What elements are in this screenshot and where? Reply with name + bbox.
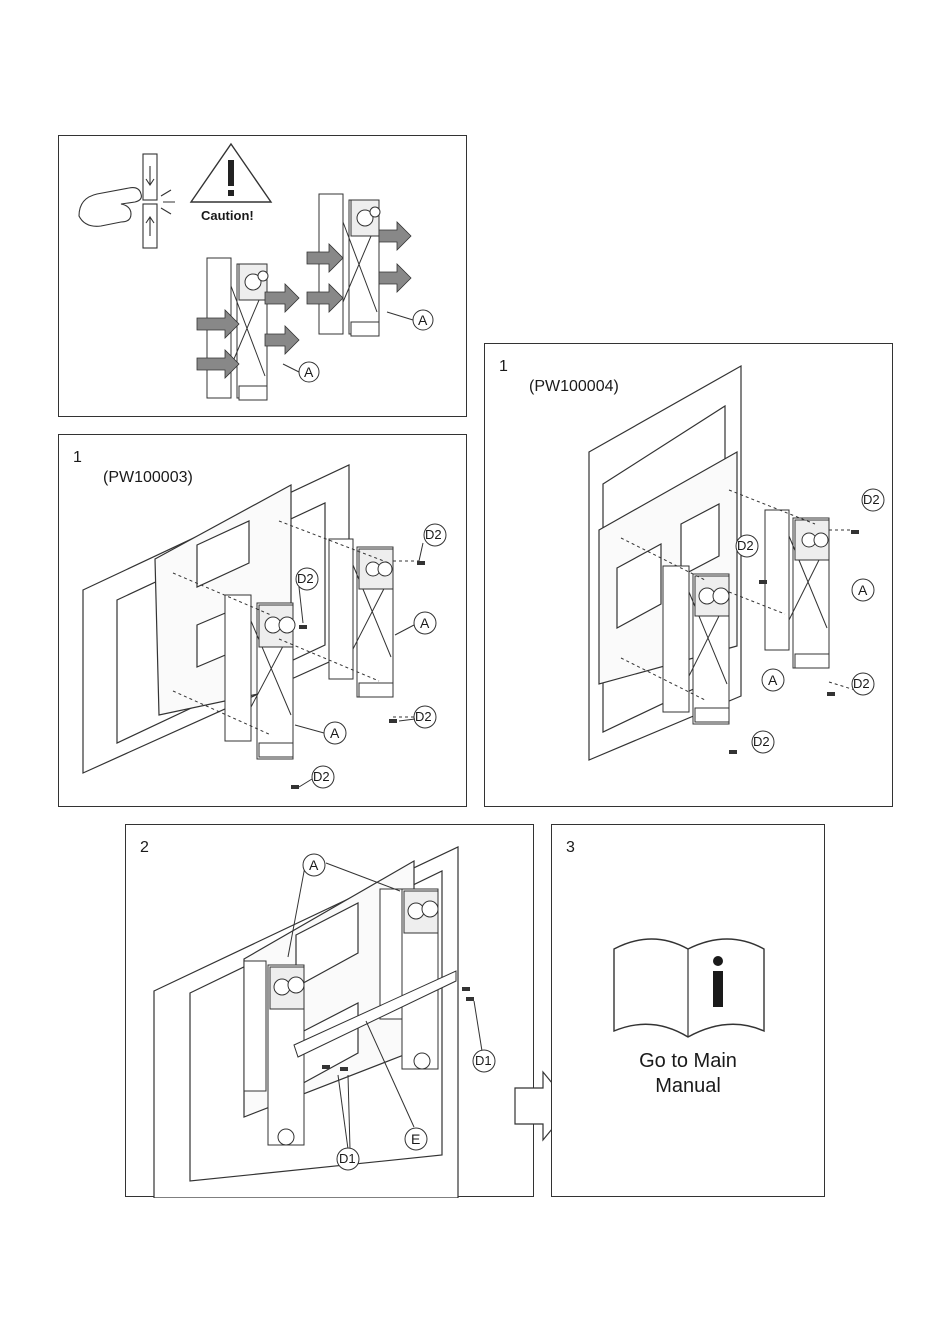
callout-a-text: A	[309, 857, 318, 873]
goto-main-manual-text: Go to Main Manual	[552, 1049, 824, 1099]
tv-back-panel	[83, 465, 349, 773]
caution-label: Caution!	[201, 208, 254, 223]
panel-pw100004: 1 (PW100004) D2 D2 A A D2 D2	[484, 343, 893, 807]
caution-panel: Caution! A A	[58, 135, 467, 417]
callout-a-text: A	[858, 582, 867, 598]
callout-d2-text: D2	[737, 538, 754, 553]
callout-a-text: A	[330, 725, 339, 741]
arm-right	[765, 510, 829, 668]
goto-line-1: Go to Main	[552, 1049, 824, 1074]
callout-d1-text: D1	[339, 1151, 356, 1166]
warning-triangle-icon	[191, 144, 271, 202]
arm-bracket-2	[319, 194, 380, 336]
callout-d2-text: D2	[753, 734, 770, 749]
arm-right	[329, 539, 393, 697]
arm-left	[663, 566, 729, 724]
panel-step-3: 3 Go to Main Manual	[551, 824, 825, 1197]
callout-a-text: A	[418, 312, 427, 328]
wall-mount-illustration-pw100003	[59, 435, 468, 808]
step-number: 2	[140, 839, 149, 857]
wall-mount-illustration-pw100004	[485, 344, 894, 808]
callout-d2-text: D2	[853, 676, 870, 691]
caution-illustration	[59, 136, 468, 418]
model-label: (PW100003)	[103, 469, 193, 487]
callout-a-text: A	[768, 672, 777, 688]
goto-line-2: Manual	[552, 1074, 824, 1099]
callout-a-text: A	[420, 615, 429, 631]
callout-d2-text: D2	[415, 709, 432, 724]
model-label: (PW100004)	[529, 378, 619, 396]
finger-pinch-icon	[79, 154, 175, 248]
callout-d1-text: D1	[475, 1053, 492, 1068]
callout-d2-text: D2	[425, 527, 442, 542]
callout-d2-text: D2	[863, 492, 880, 507]
step-number: 1	[73, 449, 82, 467]
crossbar-install-illustration	[126, 825, 535, 1198]
panel-step-2: 2 A D1 E D1	[125, 824, 534, 1197]
callout-d2-text: D2	[313, 769, 330, 784]
step-number: 1	[499, 358, 508, 376]
panel-pw100003: 1 (PW100003) D2 D2 A D2 A D2	[58, 434, 467, 807]
callout-e-text: E	[411, 1131, 420, 1147]
arm-left	[225, 595, 295, 759]
callout-d2-text: D2	[297, 571, 314, 586]
info-book-icon	[552, 825, 826, 1198]
callout-a-text: A	[304, 364, 313, 380]
